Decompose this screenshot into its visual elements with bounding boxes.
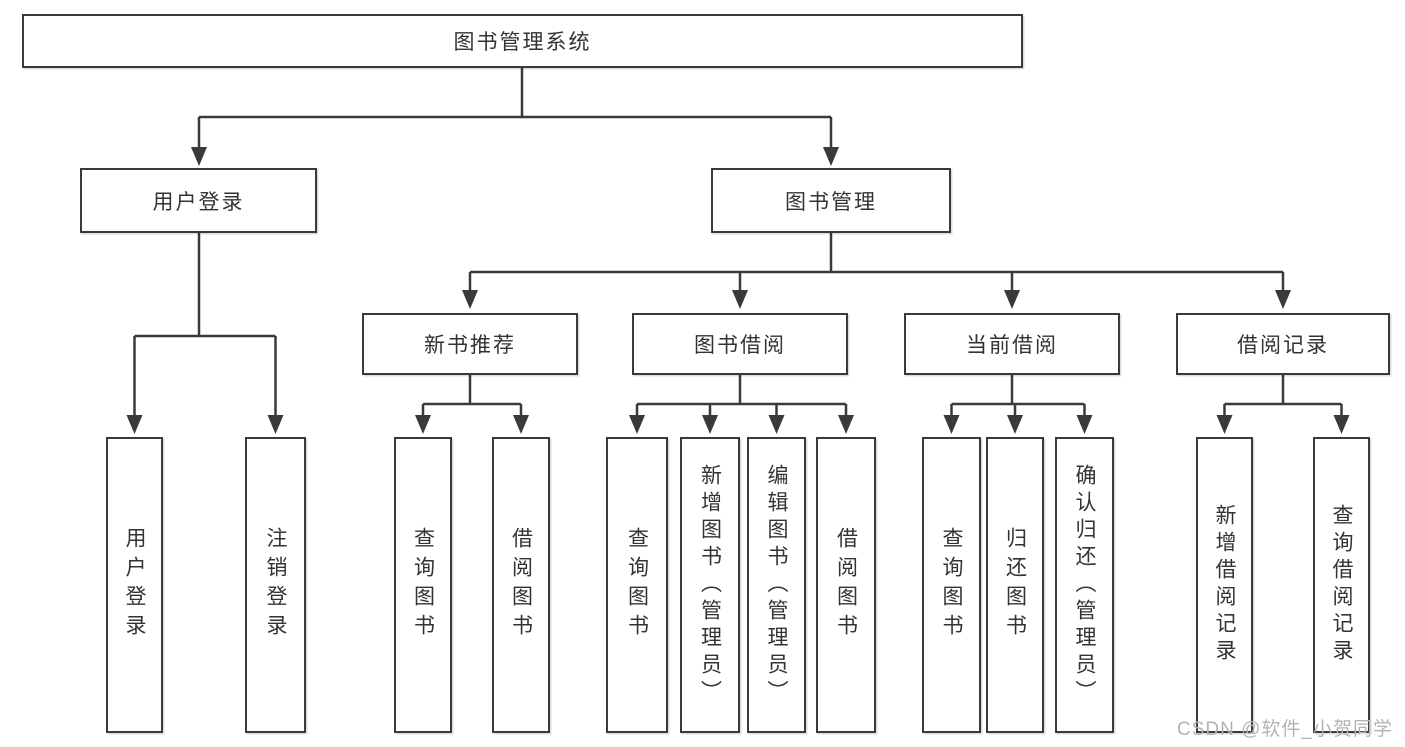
node-leaf-query-books-recommend: 查询图书: [394, 437, 452, 733]
leaf-label: 查询图书: [411, 527, 435, 643]
leaf-label: 借阅图书: [834, 527, 858, 643]
leaf-label: 新增图书（管理员）: [698, 463, 722, 707]
node-leaf-logout: 注销登录: [245, 437, 306, 733]
node-leaf-confirm-return-admin: 确认归还（管理员）: [1055, 437, 1114, 733]
leaf-label: 归还图书: [1003, 527, 1027, 643]
watermark: CSDN @软件_小贺同学: [1177, 719, 1393, 740]
node-user-login: 用户登录: [80, 168, 317, 233]
node-book-management: 图书管理: [711, 168, 951, 233]
leaf-label: 用户登录: [123, 527, 146, 643]
node-new-book-recommend: 新书推荐: [362, 313, 578, 375]
node-leaf-edit-book-admin: 编辑图书（管理员）: [747, 437, 806, 733]
leaf-label: 编辑图书（管理员）: [765, 463, 788, 707]
node-borrow-records: 借阅记录: [1176, 313, 1390, 375]
node-leaf-borrow-books-recommend: 借阅图书: [492, 437, 550, 733]
node-leaf-borrow-books: 借阅图书: [816, 437, 876, 733]
leaf-label: 注销登录: [264, 527, 287, 643]
node-leaf-add-book-admin: 新增图书（管理员）: [680, 437, 740, 733]
leaf-label: 新增借阅记录: [1213, 504, 1236, 666]
leaf-label: 确认归还（管理员）: [1073, 463, 1096, 707]
leaf-label: 查询借阅记录: [1330, 504, 1353, 666]
node-root: 图书管理系统: [22, 14, 1023, 68]
node-leaf-query-books-borrow: 查询图书: [606, 437, 668, 733]
node-leaf-query-borrow-record: 查询借阅记录: [1313, 437, 1370, 733]
node-book-borrow: 图书借阅: [632, 313, 848, 375]
node-current-borrow: 当前借阅: [904, 313, 1120, 375]
node-leaf-add-borrow-record: 新增借阅记录: [1196, 437, 1253, 733]
node-leaf-return-book: 归还图书: [986, 437, 1044, 733]
leaf-label: 查询图书: [625, 527, 649, 643]
leaf-label: 查询图书: [940, 527, 963, 643]
leaf-label: 借阅图书: [509, 527, 533, 643]
node-leaf-query-books-current: 查询图书: [922, 437, 981, 733]
node-leaf-user-login: 用户登录: [106, 437, 163, 733]
